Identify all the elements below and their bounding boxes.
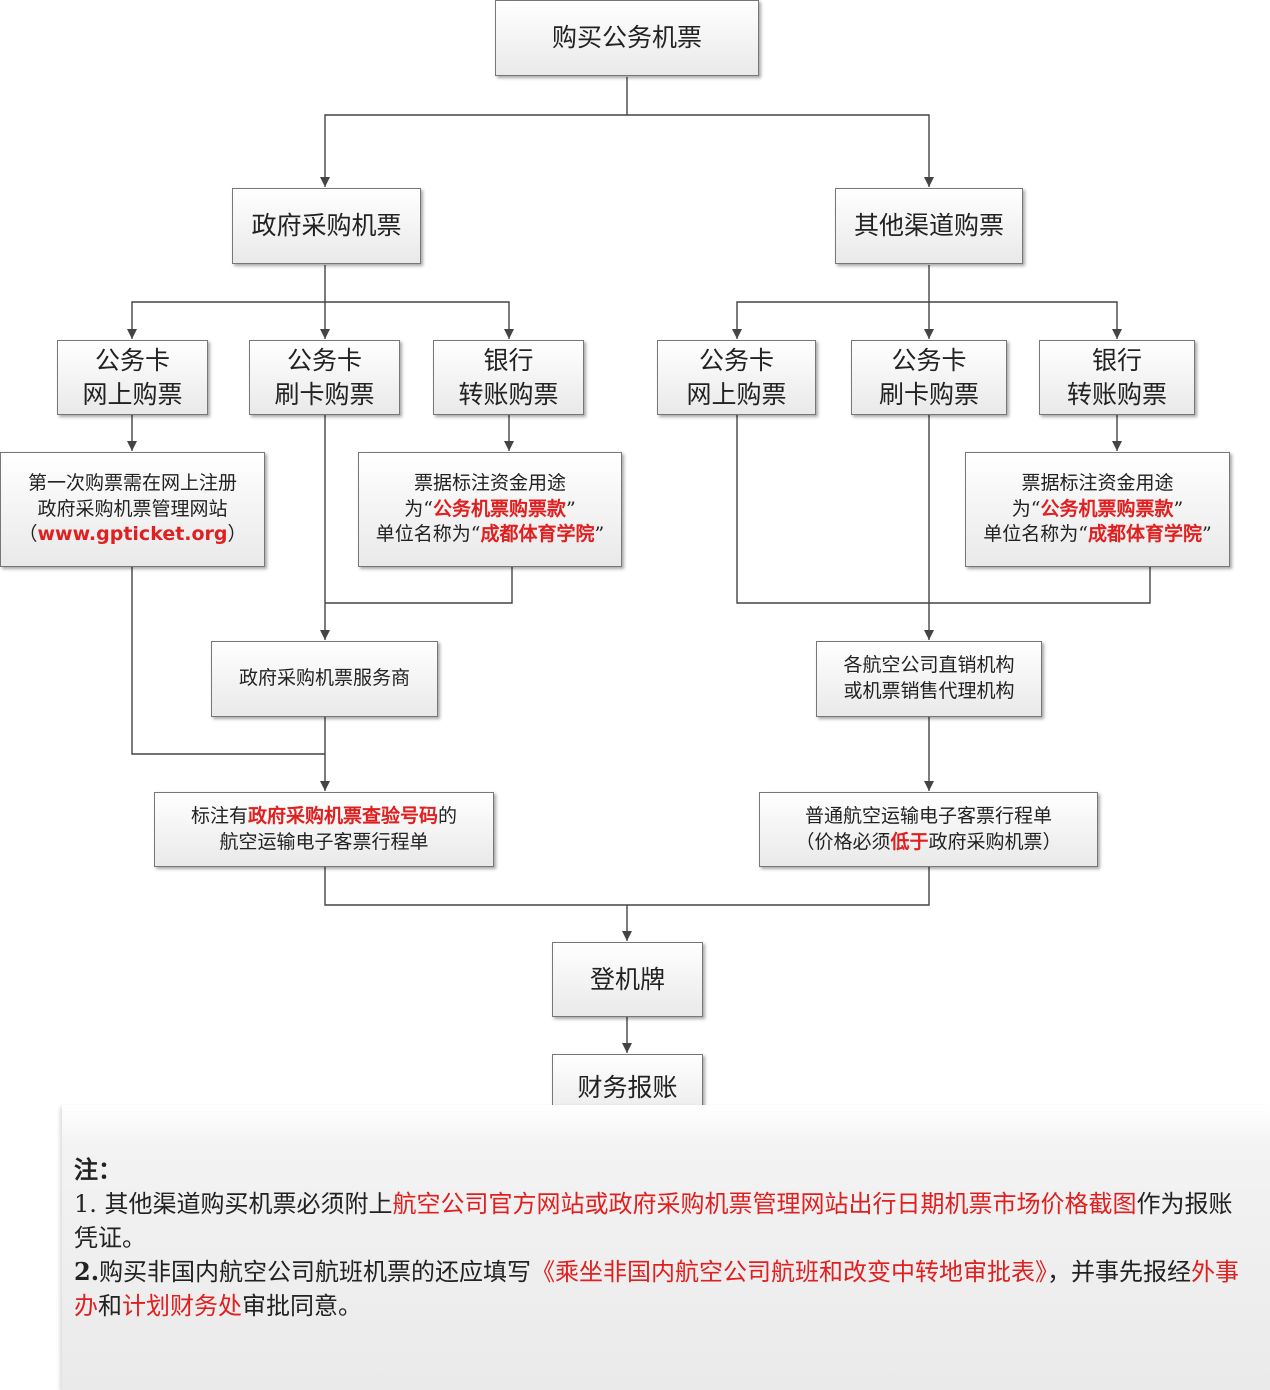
note-section: 注： 1. 其他渠道购买机票必须附上航空公司官方网站或政府采购机票管理网站出行日… (62, 1105, 1270, 1390)
node-airline-agencies: 各航空公司直销机构 或机票销售代理机构 (816, 641, 1042, 717)
node-gov-invoice-remark: 票据标注资金用途 为“公务机票购票款” 单位名称为“成都体育学院” (358, 452, 622, 567)
node-label: 政府采购机票 (251, 211, 402, 241)
node-gov-card-online: 公务卡 网上购票 (57, 340, 208, 415)
node-label-line2: 网上购票 (686, 379, 787, 409)
node-gov-procurement: 政府采购机票 (232, 188, 421, 264)
node-other-card-online: 公务卡 网上购票 (657, 340, 816, 415)
node-label: 财务报账 (577, 1072, 678, 1102)
node-label: 登机牌 (589, 964, 665, 994)
node-other-channels: 其他渠道购票 (835, 188, 1023, 264)
node-label-line1: 公务卡 (286, 345, 362, 375)
remark-line1: 票据标注资金用途 (413, 472, 566, 495)
node-label: 购买公务机票 (551, 23, 702, 53)
node-buy-official-ticket: 购买公务机票 (495, 0, 759, 76)
itinerary-line2: （价格必须低于政府采购机票） (795, 830, 1062, 853)
node-label-line1: 公务卡 (94, 345, 170, 375)
note-item-1: 1. 其他渠道购买机票必须附上航空公司官方网站或政府采购机票管理网站出行日期机票… (74, 1190, 1233, 1252)
node-label-line1: 公务卡 (698, 345, 774, 375)
node-gov-service-provider: 政府采购机票服务商 (211, 641, 438, 717)
node-gov-itinerary: 标注有政府采购机票查验号码的 航空运输电子客票行程单 (154, 792, 494, 867)
remark-line3: 单位名称为“成都体育学院” (983, 523, 1212, 546)
node-other-itinerary: 普通航空运输电子客票行程单 （价格必须低于政府采购机票） (759, 792, 1098, 867)
node-gov-bank-transfer: 银行 转账购票 (433, 340, 584, 415)
node-other-invoice-remark: 票据标注资金用途 为“公务机票购票款” 单位名称为“成都体育学院” (965, 452, 1230, 567)
register-line3: （www.gpticket.org） (18, 523, 247, 546)
note-item-2: 2.购买非国内航空公司航班机票的还应填写《乘坐非国内航空公司航班和改变中转地审批… (74, 1257, 1240, 1320)
node-gov-card-swipe: 公务卡 刷卡购票 (249, 340, 400, 415)
itinerary-line2: 航空运输电子客票行程单 (219, 830, 429, 853)
node-label-line1: 银行 (1091, 345, 1142, 375)
node-label-line2: 或机票销售代理机构 (843, 680, 1015, 702)
node-label-line2: 网上购票 (82, 379, 183, 409)
remark-line2: 为“公务机票购票款” (1011, 497, 1184, 520)
remark-line2: 为“公务机票购票款” (404, 497, 576, 520)
note-title: 注： (74, 1155, 122, 1184)
node-label-line1: 公务卡 (891, 345, 967, 375)
node-label: 其他渠道购票 (853, 211, 1004, 241)
node-label-line2: 转账购票 (458, 379, 559, 409)
register-line2: 政府采购机票管理网站 (37, 497, 228, 520)
node-label-line2: 刷卡购票 (274, 379, 375, 409)
website-url: www.gpticket.org (37, 523, 228, 546)
itinerary-line1: 标注有政府采购机票查验号码的 (190, 804, 458, 827)
node-label-line1: 各航空公司直销机构 (843, 654, 1015, 677)
node-other-bank-transfer: 银行 转账购票 (1039, 340, 1195, 415)
node-other-card-swipe: 公务卡 刷卡购票 (851, 340, 1007, 415)
node-label-line1: 银行 (483, 345, 534, 375)
node-label-line2: 刷卡购票 (878, 379, 979, 409)
remark-line1: 票据标注资金用途 (1021, 472, 1174, 495)
itinerary-line1: 普通航空运输电子客票行程单 (804, 804, 1052, 827)
node-label: 政府采购机票服务商 (238, 667, 410, 690)
register-line1: 第一次购票需在网上注册 (27, 472, 237, 495)
node-label-line2: 转账购票 (1066, 379, 1167, 409)
remark-line3: 单位名称为“成都体育学院” (375, 523, 605, 546)
node-register-website: 第一次购票需在网上注册 政府采购机票管理网站 （www.gpticket.org… (0, 452, 265, 567)
node-boarding-pass: 登机牌 (552, 942, 703, 1017)
